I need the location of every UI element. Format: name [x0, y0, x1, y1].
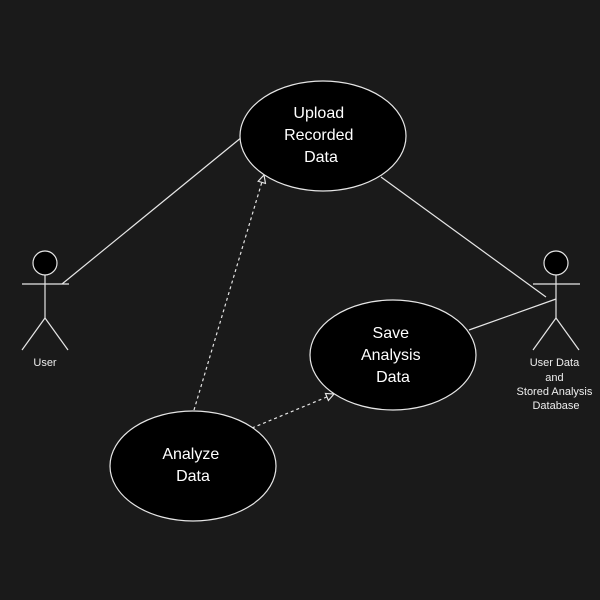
actor-user[interactable]: User: [21, 250, 69, 369]
association-database-save: [468, 298, 557, 331]
usecase-analyze-label: Analyze Data: [162, 446, 223, 485]
actor-user-label: User: [33, 357, 57, 369]
dependency-analyze-save: [251, 394, 334, 429]
usecase-save-analysis-data[interactable]: Save Analysis Data: [309, 299, 477, 411]
dependency-analyze-upload: [193, 175, 264, 411]
actor-user-head: [32, 250, 58, 276]
association-database-upload: [380, 176, 547, 298]
usecase-save-ellipse: [309, 299, 477, 411]
usecase-analyze-data[interactable]: Analyze Data: [109, 410, 277, 522]
actor-database-label: User Data and Stored Analysis Database: [517, 357, 596, 412]
actor-user-leg-right: [44, 317, 69, 351]
actor-database-leg-left: [532, 317, 557, 351]
actor-database[interactable]: User Data and Stored Analysis Database: [517, 250, 596, 412]
usecase-analyze-ellipse: [109, 410, 277, 522]
actor-user-leg-left: [21, 317, 46, 351]
usecase-upload-label: Upload Recorded Data: [284, 105, 358, 166]
usecase-save-label: Save Analysis Data: [361, 325, 425, 386]
usecase-upload-ellipse: [239, 80, 407, 192]
actor-database-leg-right: [555, 317, 580, 351]
actor-database-head: [543, 250, 569, 276]
association-user-upload: [61, 136, 243, 285]
usecase-upload-recorded-data[interactable]: Upload Recorded Data: [239, 80, 407, 192]
